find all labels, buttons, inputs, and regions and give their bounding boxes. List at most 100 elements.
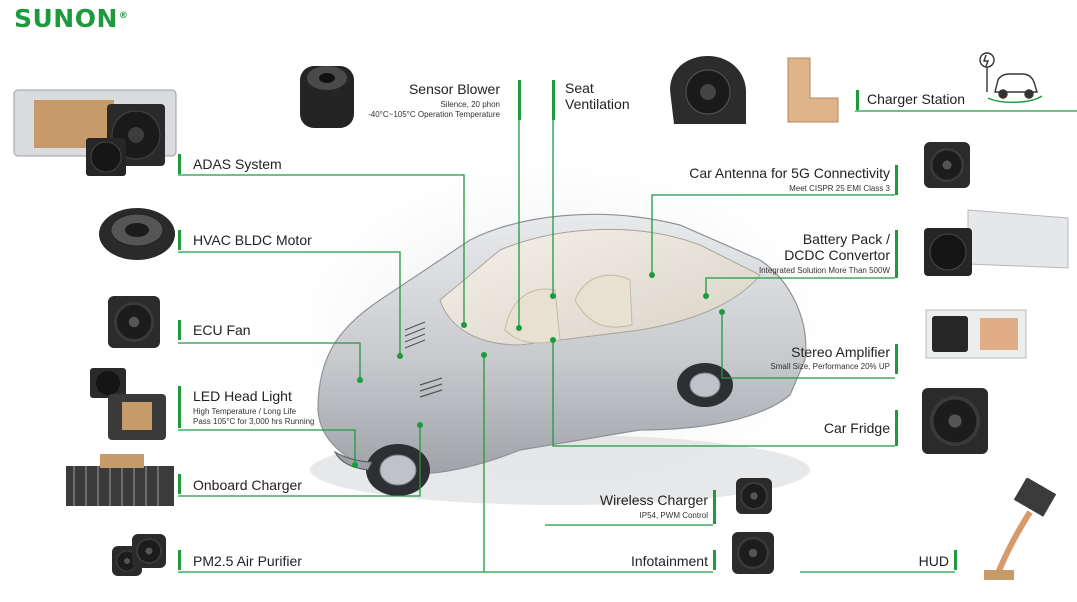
dot-led — [352, 462, 358, 468]
car-rear-wheel — [677, 363, 733, 407]
seat-ventilation-bar — [552, 80, 555, 120]
line-led — [178, 429, 356, 465]
pm25-air-purifier-title: PM2.5 Air Purifier — [193, 553, 302, 569]
hud-title: HUD — [918, 553, 949, 569]
stereo-amplifier-sub: Small Size, Performance 20% UP — [770, 362, 890, 371]
brand-name: SUNON — [14, 4, 118, 33]
sensor-blower-sub-1: Silence, 20 phon — [440, 100, 500, 109]
led-head-light-bar — [178, 386, 181, 428]
charger-station-title: Charger Station — [867, 91, 966, 107]
battery-pack-bar — [895, 230, 898, 278]
wireless-charger-fan-image — [736, 478, 772, 514]
sensor-blower-title: Sensor Blower — [408, 81, 500, 97]
led-head-light-sub-2: Pass 105°C for 3,000 hrs Running — [193, 417, 315, 426]
sensor-blower-graphic — [300, 66, 354, 128]
battery-pack-image — [922, 206, 1072, 282]
car-fridge-fan-image — [922, 388, 988, 454]
line-fridge — [552, 340, 895, 447]
wireless-charger-title: Wireless Charger — [599, 492, 708, 508]
hvac-bldc-motor-title: HVAC BLDC Motor — [193, 232, 312, 248]
dot-hvac — [397, 353, 403, 359]
hud-heat-pipe-graphic — [984, 477, 1057, 580]
connector-dots — [352, 272, 725, 468]
line-ecu — [178, 342, 361, 380]
led-headlight-graphic — [90, 368, 166, 440]
seat-blower-graphic — [670, 56, 746, 124]
car-antenna-bar — [895, 165, 898, 195]
electric-car-icon — [987, 73, 1043, 103]
car-seat-rear — [574, 274, 633, 328]
adas-system-bar — [178, 154, 181, 174]
led-head-light-sub-1: High Temperature / Long Life — [193, 407, 297, 416]
stereo-amplifier-title: Stereo Amplifier — [791, 344, 890, 360]
sensor-blower-image — [296, 56, 358, 132]
adas-system-title: ADAS System — [193, 156, 282, 172]
line-adas — [178, 174, 465, 325]
hvac-bar — [178, 230, 181, 250]
infotainment-fan-image — [732, 532, 774, 574]
ecu-fan-title: ECU Fan — [193, 322, 251, 338]
heat-pipe-graphic — [787, 57, 839, 123]
wireless-charger-bar — [713, 490, 716, 524]
onboard-charger-bar — [178, 474, 181, 494]
line-antenna — [651, 194, 895, 275]
seat-ventilation-title: Seat Ventilation — [565, 80, 630, 112]
car-fridge-bar — [895, 410, 898, 446]
dot-seat — [550, 293, 556, 299]
car-front-wheel — [366, 444, 430, 496]
wireless-charger-sub: IP54, PWM Control — [639, 511, 708, 520]
sensor-blower-bar — [518, 80, 521, 120]
adas-module-image — [12, 86, 182, 178]
line-onboard — [178, 425, 421, 497]
dot-battery — [703, 293, 709, 299]
onboard-charger-image — [60, 452, 178, 520]
car-antenna-sub: Meet CISPR 25 EMI Class 3 — [789, 184, 890, 193]
line-hvac — [178, 251, 401, 356]
stereo-amplifier-bar — [895, 344, 898, 374]
hood-vents — [404, 321, 443, 398]
ecu-fan-bar — [178, 320, 181, 340]
hud-bar — [954, 550, 957, 570]
pm25-bar — [178, 550, 181, 570]
battery-pack-title: Battery Pack / DCDC Convertor — [784, 231, 890, 263]
onboard-charger-graphic — [66, 454, 174, 506]
registered-mark: ® — [118, 10, 129, 21]
dot-onboard — [417, 422, 423, 428]
hud-heat-pipe-image — [974, 477, 1060, 586]
sunon-logo: SUNON® — [14, 4, 128, 33]
pm25-fan-image-b — [132, 534, 166, 568]
dot-pm25 — [481, 352, 487, 358]
charger-station-bar — [856, 90, 859, 110]
dot-fridge — [550, 337, 556, 343]
led-headlight-image — [88, 366, 178, 446]
led-head-light-title: LED Head Light — [193, 388, 292, 404]
heat-pipe-image — [780, 54, 842, 126]
line-battery — [705, 277, 895, 296]
dot-adas — [461, 322, 467, 328]
stereo-amplifier-graphic — [925, 309, 1027, 359]
onboard-charger-title: Onboard Charger — [193, 477, 302, 493]
stereo-amplifier-image — [924, 306, 1028, 364]
dot-antenna — [649, 272, 655, 278]
dot-ecu — [357, 377, 363, 383]
car-antenna-title: Car Antenna for 5G Connectivity — [689, 165, 890, 181]
dot-sensor — [516, 325, 522, 331]
line-stereo — [721, 312, 895, 379]
seat-blower-image — [664, 52, 750, 128]
ecu-fan-image — [108, 296, 160, 348]
charging-pin-icon — [979, 52, 995, 92]
adas-module-graphic — [13, 89, 177, 176]
infotainment-title: Infotainment — [630, 553, 708, 569]
sensor-blower-sub-2: -40°C~105°C Operation Temperature — [368, 110, 500, 119]
car-headlight — [333, 450, 373, 471]
battery-pack-sub: Integrated Solution More Than 500W — [758, 266, 890, 275]
car-fridge-title: Car Fridge — [823, 420, 890, 436]
connector-lines — [178, 80, 1077, 573]
infotainment-bar — [713, 550, 716, 570]
hvac-motor-graphic — [99, 208, 175, 260]
antenna-blower-image — [924, 142, 970, 188]
dot-stereo — [719, 309, 725, 315]
battery-pack-graphic — [924, 209, 1069, 276]
